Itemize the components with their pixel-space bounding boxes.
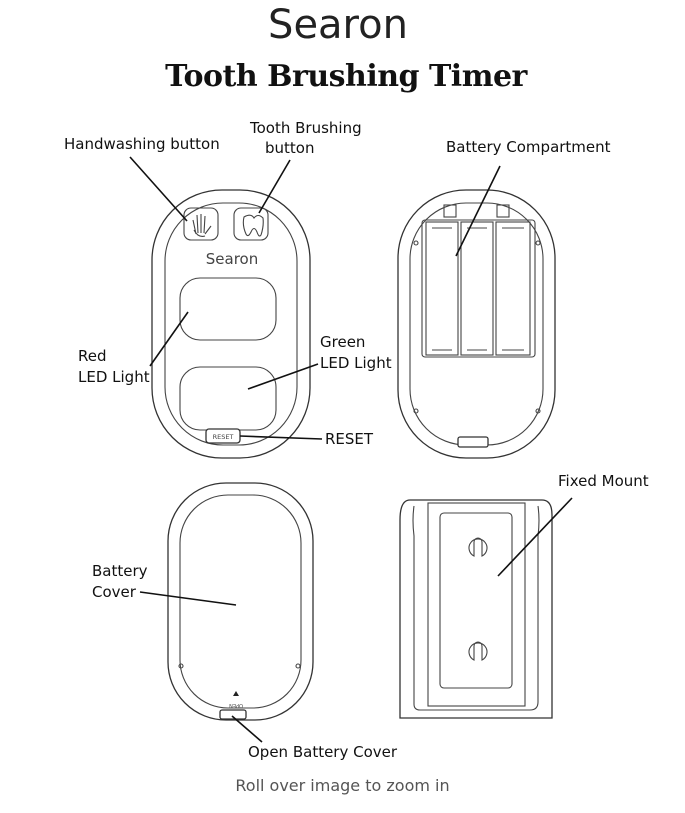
red-led xyxy=(179,277,277,341)
label-handwashing: Handwashing button xyxy=(64,135,220,153)
label-fixed-mount: Fixed Mount xyxy=(558,472,649,490)
zoom-hint: Roll over image to zoom in xyxy=(235,776,450,795)
label-reset: RESET xyxy=(325,430,374,448)
fixed-mount-device xyxy=(399,499,553,719)
label-open-battery-cover: Open Battery Cover xyxy=(248,743,398,761)
label-red-led-2: LED Light xyxy=(78,368,150,386)
tooth-icon xyxy=(242,214,264,237)
product-title: Tooth Brushing Timer xyxy=(165,59,528,94)
label-tooth-brushing-1: Tooth Brushing xyxy=(249,119,362,137)
device-brand: Searon xyxy=(206,250,258,268)
reset-key-text: RESET xyxy=(213,433,234,441)
brand-title: Searon xyxy=(268,2,408,48)
label-tooth-brushing-2: button xyxy=(265,139,314,157)
label-red-led-1: Red xyxy=(78,347,107,365)
label-green-led-2: LED Light xyxy=(320,354,392,372)
hand-icon xyxy=(192,214,212,237)
battery-holder xyxy=(421,219,536,358)
label-green-led-1: Green xyxy=(320,333,365,351)
battery-cover-device: OPEN xyxy=(167,482,314,721)
label-battery-cover-1: Battery xyxy=(92,562,148,580)
keyhole-bottom xyxy=(468,641,488,661)
front-view-device: Searon RESET xyxy=(151,189,311,459)
keyhole-top xyxy=(468,537,488,557)
label-battery-compartment: Battery Compartment xyxy=(446,138,611,156)
open-marking: OPEN xyxy=(229,702,243,708)
handwashing-button xyxy=(183,207,219,241)
tooth-brushing-button xyxy=(233,207,269,241)
label-battery-cover-2: Cover xyxy=(92,583,137,601)
back-view-device xyxy=(397,189,556,459)
